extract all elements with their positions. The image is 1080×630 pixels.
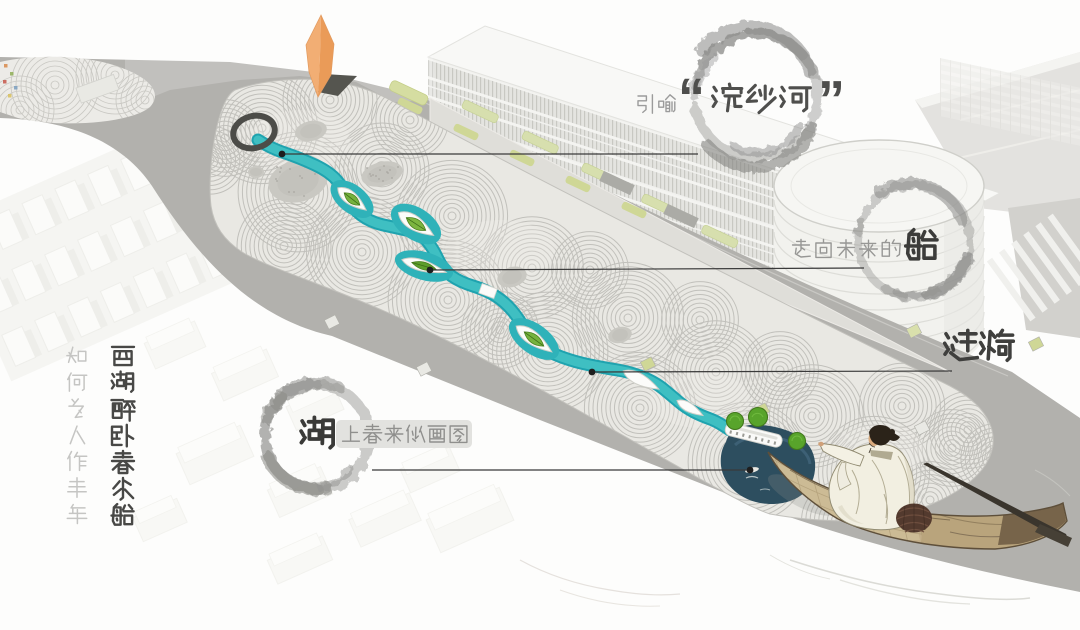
svg-text:“: “ bbox=[678, 68, 705, 128]
svg-text:”: ” bbox=[818, 70, 845, 130]
